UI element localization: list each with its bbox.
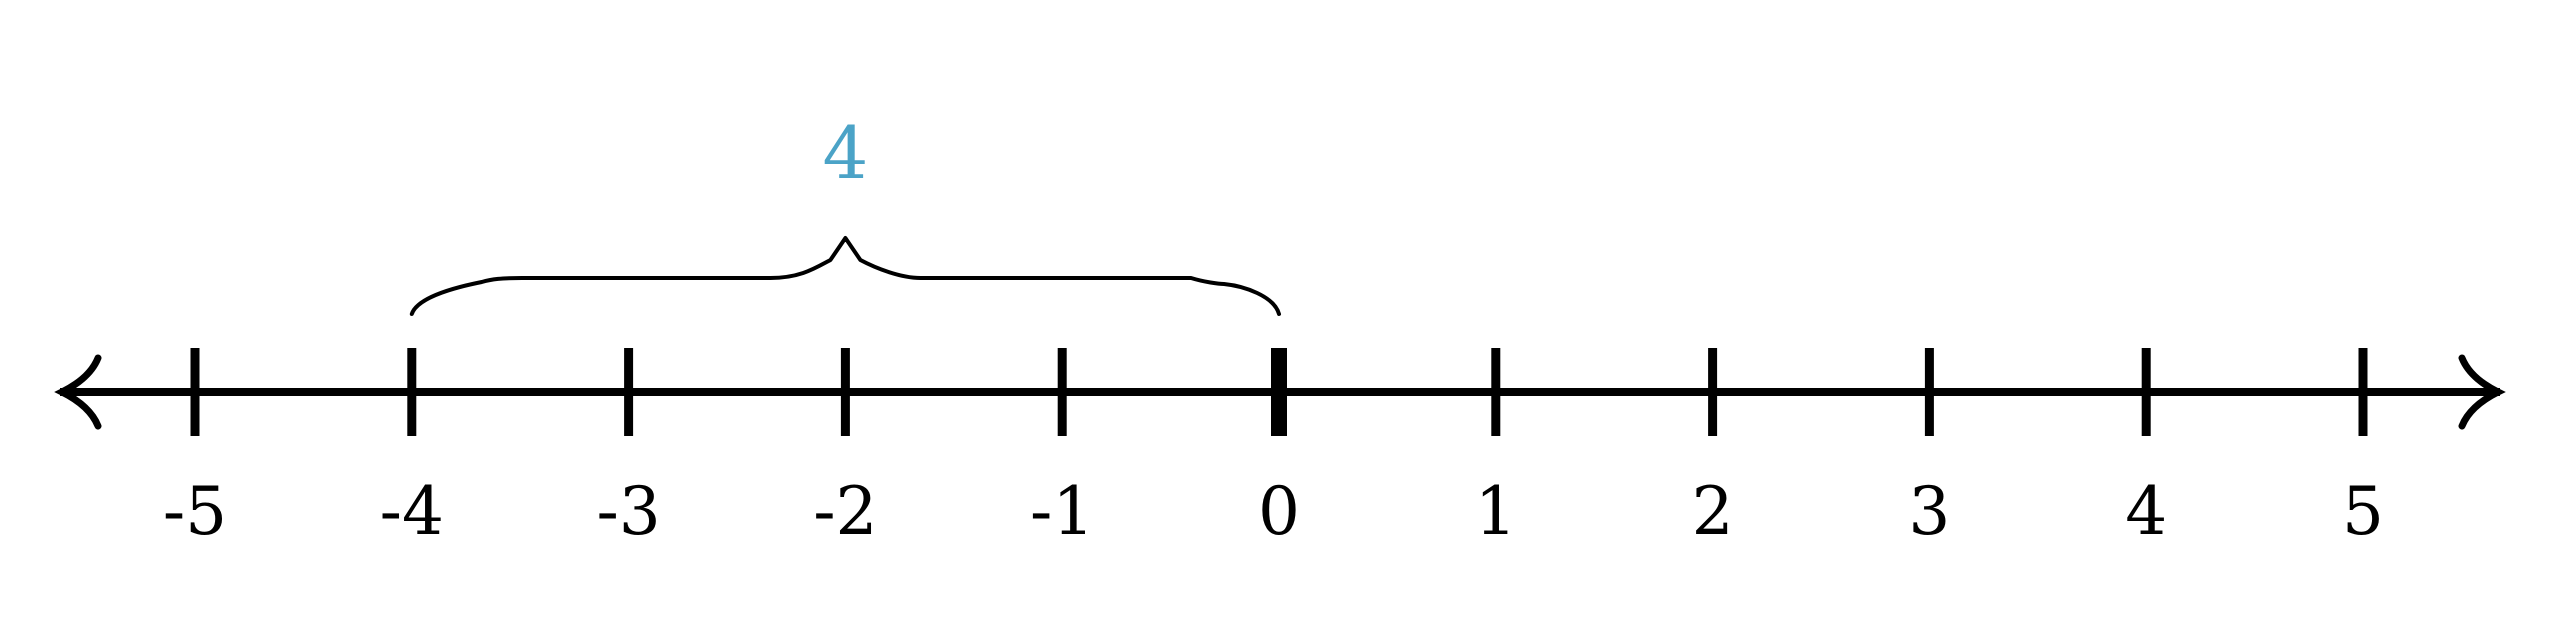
brace-group: 4 <box>409 111 1281 316</box>
tick-label: -5 <box>163 473 227 550</box>
tick-label: -1 <box>1030 473 1094 550</box>
tick-label: 3 <box>1908 473 1950 550</box>
tick-label: 2 <box>1692 473 1734 550</box>
tick-label: 5 <box>2342 473 2384 550</box>
tick-labels-group: -5 -4 -3 -2 -1 0 1 2 3 4 5 <box>163 473 2384 550</box>
tick-label: -2 <box>813 473 877 550</box>
right-arrow-icon <box>2458 354 2506 430</box>
tick-label: 1 <box>1475 473 1517 550</box>
left-arrow-icon <box>54 354 102 430</box>
curly-brace <box>409 236 1281 316</box>
ticks-group <box>190 348 2368 436</box>
brace-length-label: 4 <box>822 111 868 195</box>
tick-label: 4 <box>2125 473 2167 550</box>
tick-label: -3 <box>596 473 660 550</box>
tick-label: -4 <box>380 473 444 550</box>
tick-label: 0 <box>1258 473 1300 550</box>
